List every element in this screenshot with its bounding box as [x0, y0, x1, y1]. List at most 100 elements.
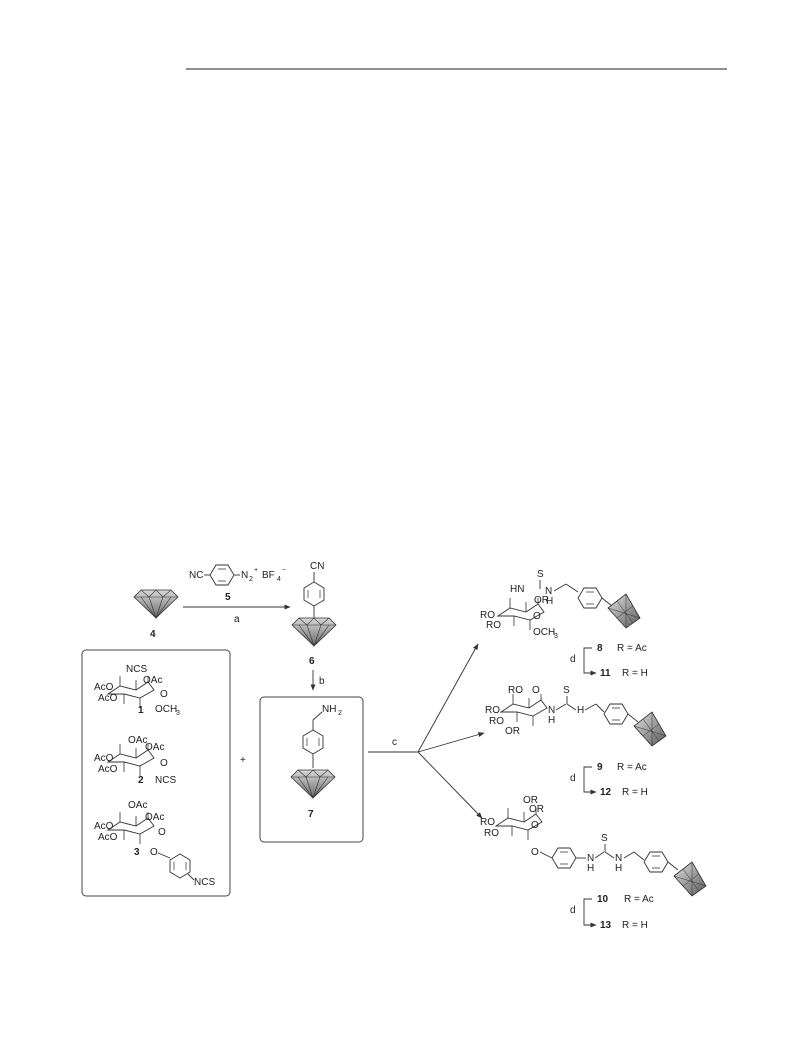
product-9-n: N	[548, 705, 555, 716]
product-8-hn: HN	[510, 584, 524, 595]
sugar-2-o: O	[160, 758, 168, 769]
reagent-5-bf-sup: −	[282, 567, 286, 574]
product-9-poly-icon	[633, 711, 667, 747]
product-9-s: S	[563, 685, 570, 696]
arrow-c-bottom	[417, 751, 483, 819]
product-10-ring-2	[643, 851, 669, 873]
sugar-3-o-ring: O	[158, 827, 166, 838]
sugar-3-aco-2: AcO	[98, 832, 118, 843]
compound-7-nh2-sub: 2	[338, 710, 342, 717]
condition-b: b	[319, 676, 325, 687]
compound-6-ring	[303, 581, 325, 607]
product-10-ring-1	[551, 847, 577, 869]
arrow-d-3	[583, 898, 597, 928]
label-compound-2: 2	[138, 775, 144, 786]
condition-d-1: d	[570, 654, 576, 665]
product-9-or: OR	[505, 726, 520, 737]
r-ac-2: R = Ac	[617, 762, 647, 773]
product-10-h2: H	[615, 863, 622, 874]
sugar-1-aco-1: AcO	[94, 682, 114, 693]
box-sugars	[81, 649, 231, 897]
product-10-ro-2: RO	[484, 828, 499, 839]
label-compound-4: 4	[150, 629, 156, 640]
reagent-5-bf-sub: 4	[277, 576, 281, 583]
sugar-2-ncs: NCS	[155, 775, 176, 786]
sugar-2-oac-1: OAc	[128, 735, 147, 746]
arrow-d-2	[583, 766, 597, 795]
sugar-2-aco-2: AcO	[98, 764, 118, 775]
compound-6-cn: CN	[310, 561, 324, 572]
product-9-ro-1: RO	[485, 705, 500, 716]
sugar-1-och3-sub: 3	[176, 710, 180, 717]
r-h-1: R = H	[622, 668, 648, 679]
product-8-h: H	[546, 596, 553, 607]
product-8-ro-2: RO	[486, 620, 501, 631]
label-compound-10: 10	[597, 894, 609, 905]
product-10-o-ring: O	[531, 820, 539, 831]
product-9-h: H	[548, 715, 555, 726]
product-9-ro-2: RO	[489, 716, 504, 727]
label-compound-7: 7	[308, 809, 314, 820]
sugar-3-aco-1: AcO	[94, 821, 114, 832]
reagent-5-nc: NC	[189, 570, 203, 581]
product-8-ro-1: RO	[480, 610, 495, 621]
label-compound-8: 8	[597, 643, 603, 654]
label-compound-13: 13	[600, 920, 612, 931]
product-8-n: N	[545, 586, 552, 597]
product-10-h: H	[587, 863, 594, 874]
label-compound-12: 12	[600, 787, 612, 798]
product-9-ro-top: RO	[508, 685, 523, 696]
product-10-o-link: O	[531, 847, 539, 858]
label-compound-6: 6	[309, 656, 315, 667]
product-8-or: OR	[534, 595, 549, 606]
condition-a: a	[234, 614, 240, 625]
sugar-2-aco-1: AcO	[94, 753, 114, 764]
compound-7-ring	[302, 729, 324, 755]
product-10-nh: N	[615, 853, 622, 864]
product-9-nh: H	[577, 705, 584, 716]
product-10-or-2: OR	[529, 804, 544, 815]
condition-d-2: d	[570, 773, 576, 784]
sugar-3-oac-1: OAc	[128, 800, 147, 811]
reagent-5-bf: BF	[262, 570, 275, 581]
sugar-1-aco-2: AcO	[98, 693, 118, 704]
reagent-5-n2: N	[241, 570, 248, 581]
product-8-poly-icon	[607, 593, 641, 629]
product-10-s: S	[601, 833, 608, 844]
sugar-1-oac-top: OAc	[143, 675, 162, 686]
reagent-5-ring	[209, 564, 235, 586]
compound-7-nh2: NH	[322, 704, 336, 715]
product-9-ring	[603, 703, 629, 725]
sugar-3-o-link: O	[150, 847, 158, 858]
product-8-och3-sub: 3	[554, 633, 558, 640]
arrow-d-1	[583, 647, 597, 676]
r-h-2: R = H	[622, 787, 648, 798]
product-8-och3: OCH	[533, 627, 555, 638]
condition-d-3: d	[570, 905, 576, 916]
nanodiamond-4-icon	[133, 589, 179, 619]
sugar-3-oac-2: OAc	[145, 812, 164, 823]
sugar-1-o: O	[160, 689, 168, 700]
product-8-s: S	[537, 569, 544, 580]
product-10-or-1: OR	[523, 795, 538, 806]
arrow-c-mid	[417, 732, 485, 753]
plus-sign: +	[240, 755, 246, 766]
product-8-o: O	[533, 611, 541, 622]
r-h-3: R = H	[622, 920, 648, 931]
label-compound-1: 1	[138, 705, 144, 716]
label-compound-3: 3	[134, 847, 140, 858]
label-compound-9: 9	[597, 762, 603, 773]
r-ac-1: R = Ac	[617, 643, 647, 654]
sugar-3-ring	[169, 853, 191, 879]
sugar-1-och3: OCH	[155, 704, 177, 715]
nanodiamond-6-icon	[291, 617, 337, 647]
sugar-3-ncs: NCS	[194, 877, 215, 888]
label-compound-11: 11	[600, 668, 611, 679]
arrow-c-top	[417, 643, 479, 753]
product-9-chair	[500, 693, 548, 727]
condition-c: c	[392, 737, 397, 748]
product-10-poly-icon	[673, 861, 707, 897]
reagent-5-n2-sub: 2	[249, 576, 253, 583]
nanodiamond-7-icon	[290, 769, 336, 799]
